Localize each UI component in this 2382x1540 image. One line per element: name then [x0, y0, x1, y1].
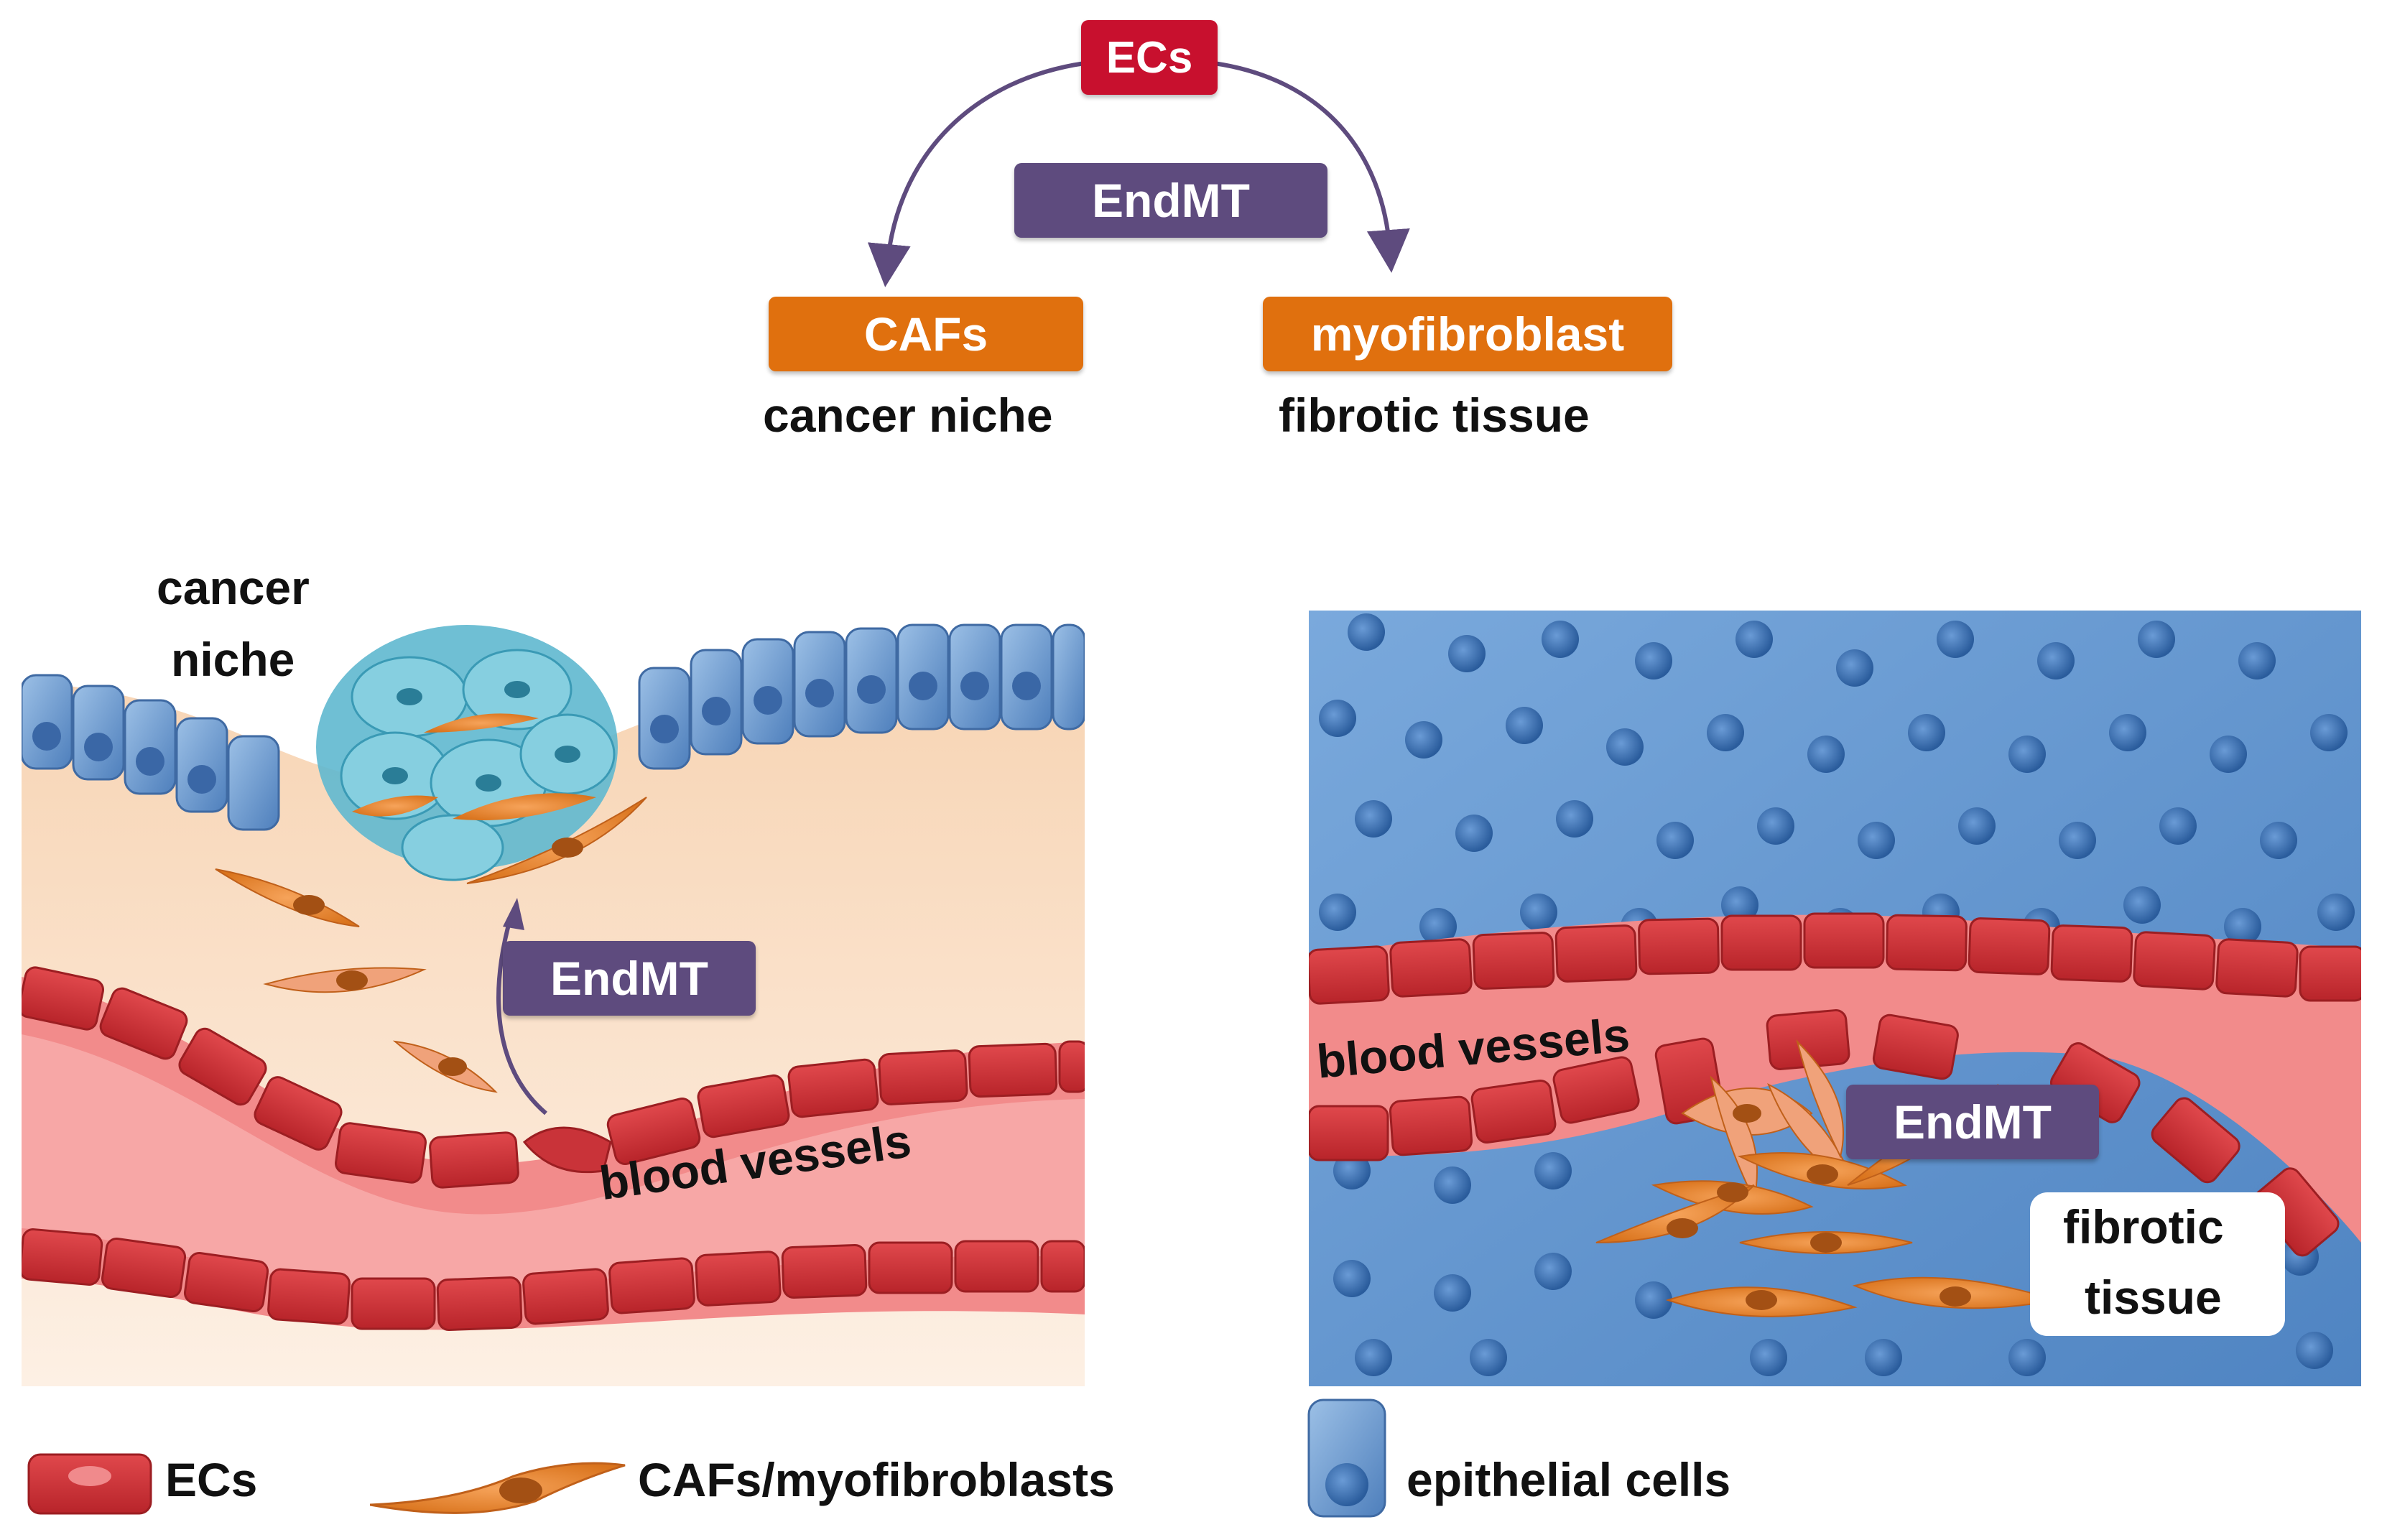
right-panel-illustration — [1309, 611, 2361, 1386]
fibrotic-tissue-line2: tissue — [2085, 1271, 2222, 1324]
ecs-box: ECs — [1081, 20, 1218, 95]
legend-fibroblasts-label: CAFs/myofibroblasts — [638, 1453, 1115, 1506]
arc-right-arrow — [1213, 61, 1410, 273]
epithelial-cells-row — [22, 623, 1085, 831]
legend-fibroblast-icon — [370, 1462, 626, 1514]
legend-epithelial-label: epithelial cells — [1407, 1453, 1731, 1506]
myofibroblast-box: myofibroblast — [1263, 297, 1672, 371]
top-arrows — [867, 61, 1410, 287]
left-panel-illustration — [22, 611, 1085, 1386]
migrating-fibroblasts — [215, 797, 647, 1093]
endmt-box-right: EndMT — [1846, 1085, 2099, 1159]
fibrotic-tissue-caption: fibrotic tissue — [1279, 389, 1590, 442]
legend-ec-icon — [27, 1453, 152, 1515]
fibrotic-tissue-label-box: fibrotic tissue — [2030, 1192, 2285, 1336]
legend-epithelial-icon — [1307, 1398, 1386, 1518]
epithelial-nuclei — [1319, 613, 2355, 1376]
fibrotic-tissue-line1: fibrotic — [2063, 1200, 2224, 1253]
cancer-niche-label-line2: niche — [171, 633, 295, 686]
cancer-cluster — [316, 625, 618, 881]
cancer-niche-caption: cancer niche — [763, 389, 1053, 442]
cafs-box: CAFs — [769, 297, 1083, 371]
endmt-box-left: EndMT — [503, 941, 756, 1016]
arc-left-arrow — [867, 61, 1085, 287]
cancer-niche-label-line1: cancer — [157, 561, 310, 614]
endmt-box-top: EndMT — [1014, 163, 1327, 238]
legend-ecs-label: ECs — [165, 1453, 258, 1506]
right-blood-vessel — [1309, 912, 2361, 1257]
left-blood-vessel — [22, 966, 1085, 1331]
